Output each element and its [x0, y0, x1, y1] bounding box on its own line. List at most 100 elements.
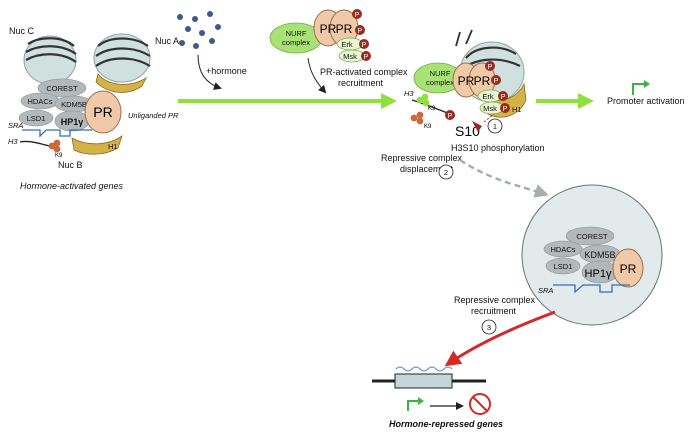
- tss-arrow-head: [644, 80, 650, 88]
- nurf-center-line1: NURF: [430, 69, 451, 78]
- hdacs-right-label: HDACs: [550, 245, 575, 254]
- step2-circle: [438, 164, 454, 180]
- hormone-activated-genes-label: Hormone-activated genes: [20, 181, 124, 191]
- center-phospho-h3: [445, 110, 455, 120]
- nurf-center-line2: complex: [426, 78, 454, 87]
- sra-rna: [22, 129, 92, 138]
- nurf-top-line1: NURF: [286, 29, 307, 38]
- sra-right-rna: [553, 284, 630, 294]
- unliganded-pr-label: Unliganded PR: [128, 111, 179, 120]
- corest-right: [565, 226, 615, 246]
- nuc-a-label: Nuc A: [155, 36, 179, 46]
- nuc-b-label: Nuc B: [58, 160, 83, 170]
- pr-activated-line2: recruitment: [338, 78, 384, 88]
- lsd1-right: [545, 257, 581, 275]
- pr-activated-line1: PR-activated complex: [320, 67, 408, 77]
- pr-activated-complex: NURF complex PR PR P P Erk P Msk P: [269, 9, 371, 63]
- corest-label: COREST: [46, 84, 78, 93]
- h3s10-label: H3S10 phosphorylation: [451, 143, 545, 153]
- center-dna-strand-1: [455, 31, 461, 47]
- recruitment-curved-arrow: [307, 57, 327, 94]
- gene-rna-wave: [395, 366, 453, 372]
- hormone-curved-arrow: [197, 54, 222, 90]
- hormone-dot: [209, 38, 215, 44]
- phospho-center-2-label: P: [494, 78, 499, 85]
- kdm5b-label: KDM5B: [61, 100, 87, 109]
- pr-right: [612, 248, 644, 288]
- msk-center-label: Msk: [483, 104, 497, 113]
- phospho-top-4-label: P: [364, 54, 369, 61]
- recruitment-line2: recruitment: [471, 306, 517, 316]
- center-orange-mark-1: [410, 114, 418, 122]
- center-green-mark-3: [422, 99, 430, 107]
- k9-methyl-1: [48, 142, 56, 150]
- center-orange-mark-2: [416, 111, 424, 119]
- phospho-top-2: [355, 25, 365, 35]
- step3-label: 3: [487, 323, 491, 332]
- phospho-center-4: [500, 103, 510, 113]
- phospho-top-4: [361, 51, 371, 61]
- displaced-complex-group: COREST HDACs KDM5B LSD1 HP1γ PR SRA: [521, 184, 663, 326]
- center-h3-label: H3: [404, 89, 414, 98]
- phospho-center-4-label: P: [503, 106, 508, 113]
- nurf-top-line2: complex: [282, 38, 310, 47]
- phospho-top-3: [359, 39, 369, 49]
- activated-chromatin-group: H1 NURF complex PR PR P P Erk P Msk P H3…: [404, 29, 527, 139]
- hormone-dot: [199, 30, 205, 36]
- displacement-dashed-arrow: [459, 158, 549, 198]
- promoter-activation-label: Promoter activation: [607, 96, 685, 106]
- hormone-molecules: [177, 11, 221, 49]
- hdacs-label: HDACs: [27, 97, 52, 106]
- phospho-top-1-label: P: [355, 12, 360, 19]
- sra-label: SRA: [8, 121, 23, 130]
- msk-top-label: Msk: [343, 52, 357, 61]
- pr-center-1-label: PR: [458, 74, 475, 88]
- nuc-a-dna-wrap: [95, 37, 151, 67]
- k9-label: K9: [55, 153, 63, 159]
- kinase-arrow: [472, 121, 482, 132]
- hormone-dot: [215, 24, 221, 30]
- center-green-mark-1: [416, 96, 424, 104]
- phospho-top-2-label: P: [358, 28, 363, 35]
- erk-top-label: Erk: [341, 40, 353, 49]
- erk-center-label: Erk: [482, 92, 494, 101]
- repressed-tss-arrow-head: [418, 397, 424, 405]
- corest-right-label: COREST: [576, 232, 608, 241]
- repressed-gene-group: Hormone-repressed genes: [372, 366, 503, 429]
- h3-label: H3: [8, 137, 18, 146]
- k9-methyl-2: [53, 139, 61, 147]
- step2-label: 2: [444, 168, 448, 177]
- center-k9-label-1: K9: [428, 106, 436, 112]
- nuc-b-h1: [71, 134, 123, 155]
- phospho-center-3-label: P: [501, 94, 506, 101]
- s10-label: S10: [455, 123, 480, 139]
- hormone-dot: [177, 14, 183, 20]
- pr-top-1-label: PR: [320, 22, 337, 36]
- corest-protein: [37, 78, 87, 98]
- step1-circle: [487, 118, 503, 134]
- sra-right-label: SRA: [538, 286, 553, 295]
- phospho-center-1: [485, 61, 495, 71]
- pr-center-2-label: PR: [474, 74, 491, 88]
- pr-right-label: PR: [620, 262, 637, 276]
- phospho-center-3: [498, 91, 508, 101]
- pr-receptor: [84, 90, 122, 134]
- repressed-tss-arrow: [407, 400, 418, 411]
- center-dna-strand-2: [465, 29, 473, 45]
- displacement-line1: Repressive complex: [381, 153, 463, 163]
- h3-tail: [19, 140, 51, 147]
- hormone-dot: [192, 16, 198, 22]
- nuc-c-dna-wrap: [25, 37, 77, 63]
- tss-arrow: [632, 83, 644, 95]
- plus-hormone-label: +hormone: [206, 66, 247, 76]
- phospho-top-3-label: P: [362, 42, 367, 49]
- recruitment-line1: Repressive complex: [454, 295, 536, 305]
- phospho-top-1: [352, 9, 362, 19]
- hormone-repressed-genes-label: Hormone-repressed genes: [389, 419, 503, 429]
- phospho-center-2: [491, 75, 501, 85]
- hormone-dot: [179, 40, 185, 46]
- phospho-center-1-label: P: [488, 64, 493, 71]
- step1-label: 1: [493, 122, 497, 131]
- lsd1-right-label: LSD1: [554, 262, 573, 271]
